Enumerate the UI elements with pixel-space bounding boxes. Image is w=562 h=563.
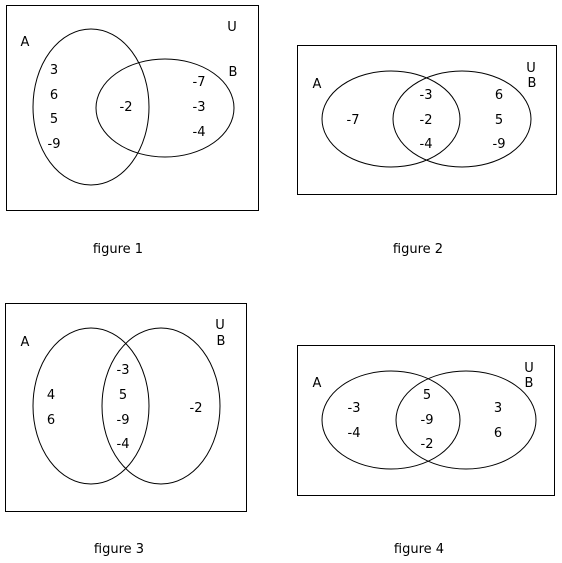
figure-2-caption: figure 2: [393, 242, 443, 257]
figure-1-universe-box: [6, 5, 259, 211]
figure-2-intersection-item: -3: [420, 88, 433, 103]
figure-1-a-only-item: 5: [50, 112, 58, 127]
figure-3-caption: figure 3: [94, 542, 144, 557]
figure-4-universe-box: [297, 345, 555, 496]
figure-3-intersection-item: -4: [117, 437, 130, 452]
figure-2-a-only-item: -7: [347, 113, 360, 128]
figure-2-set-a-ellipse: [321, 70, 461, 168]
figure-3-set-b-label: B: [217, 334, 226, 349]
figure-4-set-b-ellipse: [395, 370, 537, 470]
figure-1: U A B 3 6 5 -9 -2 -7 -3 -4 figure 1: [6, 5, 259, 257]
figure-3-intersection-item: 5: [119, 388, 127, 403]
figure-2-set-b-label: B: [528, 76, 537, 91]
figure-4-set-b-label: B: [525, 376, 534, 391]
figure-3-b-only-item: -2: [190, 401, 203, 416]
figure-3-a-only-item: 6: [47, 413, 55, 428]
figure-4-b-only-item: 3: [494, 401, 502, 416]
figure-4-a-only-item: -4: [348, 426, 361, 441]
figure-3-set-b-ellipse: [101, 327, 221, 485]
figure-3-universe-box: [5, 303, 247, 512]
figure-2-set-a-label: A: [313, 77, 322, 92]
figure-2-set-b-ellipse: [392, 70, 532, 168]
figure-1-set-a-label: A: [21, 35, 30, 50]
figure-2: U A B -7 -3 -2 -4 6 5 -9 figure 2: [297, 45, 557, 257]
figure-1-a-only-item: -9: [48, 137, 61, 152]
figure-4-set-a-ellipse: [321, 370, 461, 470]
figure-1-set-a-ellipse: [32, 28, 150, 186]
figure-1-caption: figure 1: [93, 242, 143, 257]
figure-1-b-only-item: -4: [193, 125, 206, 140]
figure-2-universe-label: U: [526, 61, 536, 76]
figure-1-b-only-item: -3: [193, 100, 206, 115]
figure-4: U A B -3 -4 5 -9 -2 3 6 figure 4: [297, 345, 555, 557]
figure-4-set-a-label: A: [313, 376, 322, 391]
figure-3-universe-label: U: [215, 318, 225, 333]
figure-1-intersection-item: -2: [120, 100, 133, 115]
figure-2-b-only-item: 5: [495, 113, 503, 128]
figure-2-intersection-item: -4: [420, 137, 433, 152]
figure-3: U A B 4 6 -3 5 -9 -4 -2 figure 3: [5, 303, 247, 557]
figure-2-intersection-item: -2: [420, 113, 433, 128]
figure-1-universe-label: U: [227, 20, 237, 35]
figure-4-intersection-item: -2: [421, 437, 434, 452]
figure-4-universe-label: U: [524, 361, 534, 376]
figure-2-universe-box: [297, 45, 557, 195]
figure-2-b-only-item: 6: [495, 88, 503, 103]
figure-1-b-only-item: -7: [193, 75, 206, 90]
figure-4-b-only-item: 6: [494, 426, 502, 441]
figure-3-intersection-item: -9: [117, 413, 130, 428]
figure-3-intersection-item: -3: [117, 363, 130, 378]
figure-1-a-only-item: 6: [50, 88, 58, 103]
figure-1-set-b-ellipse: [95, 58, 235, 158]
figure-3-set-a-label: A: [21, 335, 30, 350]
figure-4-intersection-item: 5: [423, 388, 431, 403]
figure-4-caption: figure 4: [394, 542, 444, 557]
figure-1-a-only-item: 3: [50, 63, 58, 78]
figure-4-a-only-item: -3: [348, 401, 361, 416]
figure-2-b-only-item: -9: [493, 137, 506, 152]
figure-4-intersection-item: -9: [421, 413, 434, 428]
figure-1-set-b-label: B: [229, 65, 238, 80]
figure-3-a-only-item: 4: [47, 388, 55, 403]
figure-3-set-a-ellipse: [32, 327, 150, 485]
